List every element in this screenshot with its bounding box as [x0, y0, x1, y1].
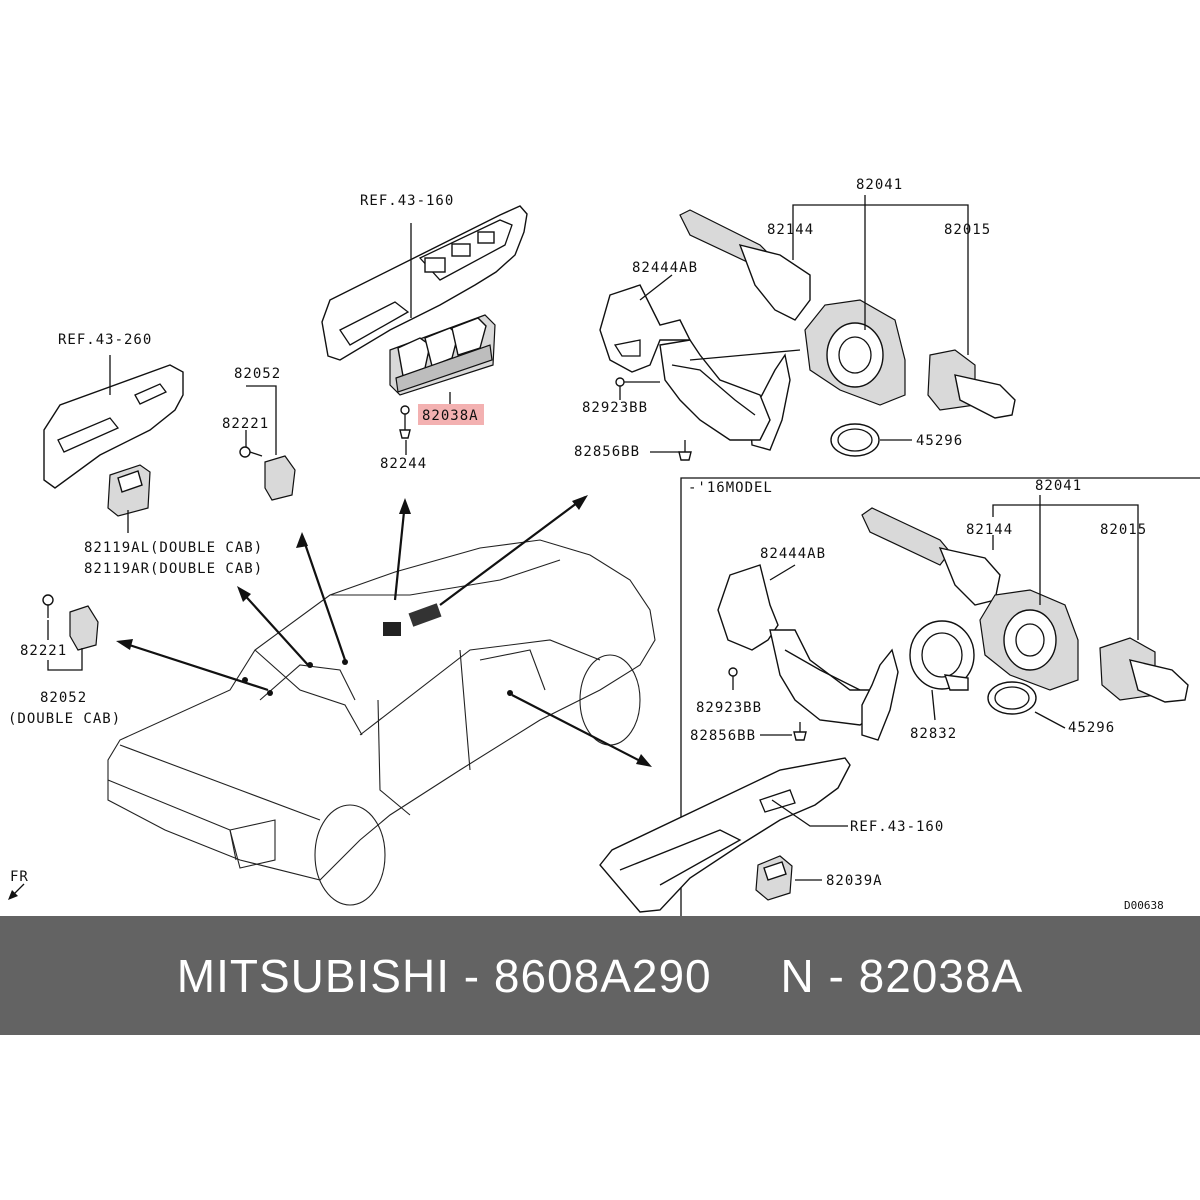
wiper-switch-lever-16 [861, 507, 1001, 606]
part-label-82144[interactable]: 82144 [966, 522, 1013, 538]
screw-82856BB-16 [793, 722, 807, 741]
door-trim-bottom [599, 757, 851, 913]
rear-window-switch [107, 464, 151, 517]
courtesy-switch [239, 446, 296, 501]
turn-signal-lever [927, 349, 1016, 419]
part-label-82119AL[interactable]: 82119AL(DOUBLE CAB) [84, 540, 263, 556]
model-box-border [680, 477, 1200, 916]
part-label-82119AR[interactable]: 82119AR(DOUBLE CAB) [84, 561, 263, 577]
paddle-shifter-left [599, 284, 692, 373]
part-label-82923BB[interactable]: 82923BB [696, 700, 762, 716]
screw-82244 [399, 405, 411, 439]
part-label-82444AB[interactable]: 82444AB [760, 546, 826, 562]
part-label-82052[interactable]: 82052 [40, 690, 87, 706]
pickup-truck [107, 539, 656, 906]
front-direction-arrow-icon [8, 883, 25, 900]
paddle-shifter-right-16 [861, 648, 899, 741]
courtesy-switch-double-cab [42, 594, 99, 651]
part-label-82221[interactable]: 82221 [20, 643, 67, 659]
diagram-code: D00638 [1124, 899, 1164, 912]
paddle-bracket [659, 339, 771, 441]
ref-label: REF.43-160 [360, 193, 454, 209]
turn-signal-lever-16 [1099, 637, 1189, 703]
callout-arrows [116, 495, 652, 767]
part-label-82244[interactable]: 82244 [380, 456, 427, 472]
ref-label: REF.43-260 [58, 332, 152, 348]
screw-82923BB-16 [728, 667, 738, 690]
highlight-box [418, 404, 484, 425]
part-label-82923BB[interactable]: 82923BB [582, 400, 648, 416]
part-label-45296[interactable]: 45296 [1068, 720, 1115, 736]
ref-label: REF.43-160 [850, 819, 944, 835]
part-label-82052[interactable]: 82052 [234, 366, 281, 382]
part-label-82221[interactable]: 82221 [222, 416, 269, 432]
part-label-82015[interactable]: 82015 [1100, 522, 1147, 538]
paddle-shifter-left-16 [717, 564, 779, 651]
part-label-45296[interactable]: 45296 [916, 433, 963, 449]
screw-82923BB [615, 377, 660, 387]
part-label-82041[interactable]: 82041 [856, 177, 903, 193]
window-switch-82039A [755, 855, 793, 901]
model-label: -'16MODEL [688, 480, 773, 496]
master-window-switch [389, 314, 496, 396]
steering-angle-sensor-82832 [909, 620, 975, 691]
wiper-switch-lever [679, 209, 811, 321]
part-label-82856BB[interactable]: 82856BB [690, 728, 756, 744]
part-number-banner: MITSUBISHI - 8608A290 N - 82038A [0, 916, 1200, 1035]
door-trim-left [43, 364, 184, 489]
screw-82856BB [678, 440, 692, 461]
part-label-82041[interactable]: 82041 [1035, 478, 1082, 494]
front-label: FR [10, 869, 29, 885]
part-label-82144[interactable]: 82144 [767, 222, 814, 238]
door-trim-top [321, 205, 528, 361]
part-label-82444AB[interactable]: 82444AB [632, 260, 698, 276]
part-label-82832[interactable]: 82832 [910, 726, 957, 742]
part-label-82038A[interactable]: 82038A [422, 408, 479, 424]
part-label-82039A[interactable]: 82039A [826, 873, 883, 889]
double-cab-note: (DOUBLE CAB) [8, 711, 121, 727]
part-label-82856BB[interactable]: 82856BB [574, 444, 640, 460]
clock-spring-body-16 [979, 589, 1079, 691]
clock-spring-body [804, 299, 906, 406]
banner-title: MITSUBISHI - 8608A290 N - 82038A [176, 949, 1024, 1002]
part-label-82015[interactable]: 82015 [944, 222, 991, 238]
